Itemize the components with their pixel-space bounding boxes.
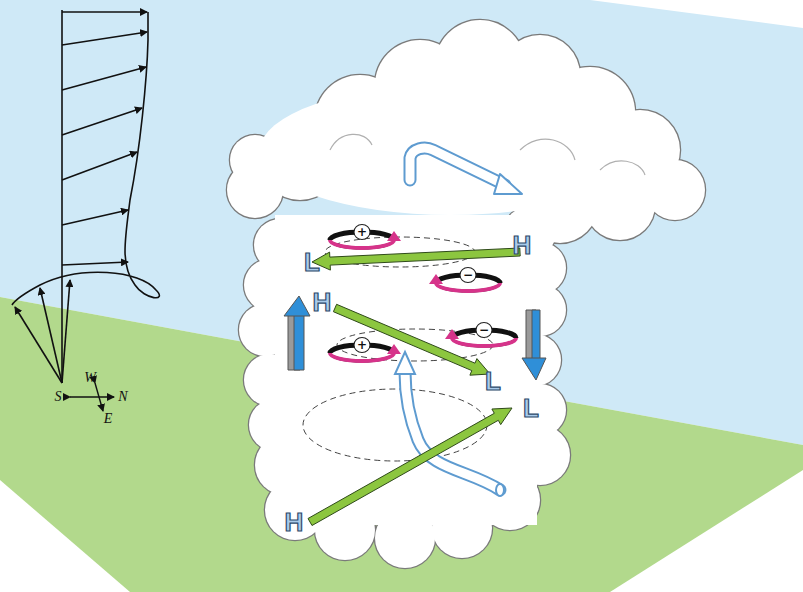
ring-arrowhead (387, 231, 401, 241)
pressure-label: L (485, 368, 501, 394)
horizontal-pressure-arrows (308, 248, 520, 526)
compass-letter: S (55, 390, 62, 404)
vorticity-sign: + (354, 337, 371, 353)
vorticity-ring: − (446, 325, 522, 351)
ring-arrowhead (445, 329, 459, 339)
dashed-circulation (303, 237, 493, 461)
ring-arrow (452, 338, 516, 346)
anvil-outflow-arrow (410, 148, 522, 194)
ring-arrow (436, 283, 500, 291)
cloud-fill (227, 20, 705, 568)
vorticity-sign: − (460, 267, 477, 283)
ring-arrowhead (387, 344, 401, 354)
wind-hodograph (12, 10, 159, 383)
compass-letter: E (104, 412, 113, 426)
ring-arrow (330, 240, 394, 248)
vorticity-sign: − (476, 322, 493, 338)
compass-rose (70, 383, 114, 411)
compass-letter: W (84, 371, 96, 385)
pressure-label: L (523, 395, 539, 421)
cloud-outline (227, 20, 705, 568)
vorticity-ring: + (324, 227, 400, 253)
vorticity-sign: + (354, 224, 371, 240)
ring-arrow (330, 353, 394, 361)
ring-arrowhead (429, 274, 443, 284)
vorticity-ring: + (324, 340, 400, 366)
pressure-label: H (285, 509, 304, 535)
vorticity-ring: − (430, 270, 506, 296)
pressure-label: L (304, 249, 320, 275)
compass-letter: N (118, 390, 127, 404)
pressure-label: H (313, 289, 332, 315)
cloud-detail (330, 134, 645, 175)
pressure-label: H (513, 232, 532, 258)
